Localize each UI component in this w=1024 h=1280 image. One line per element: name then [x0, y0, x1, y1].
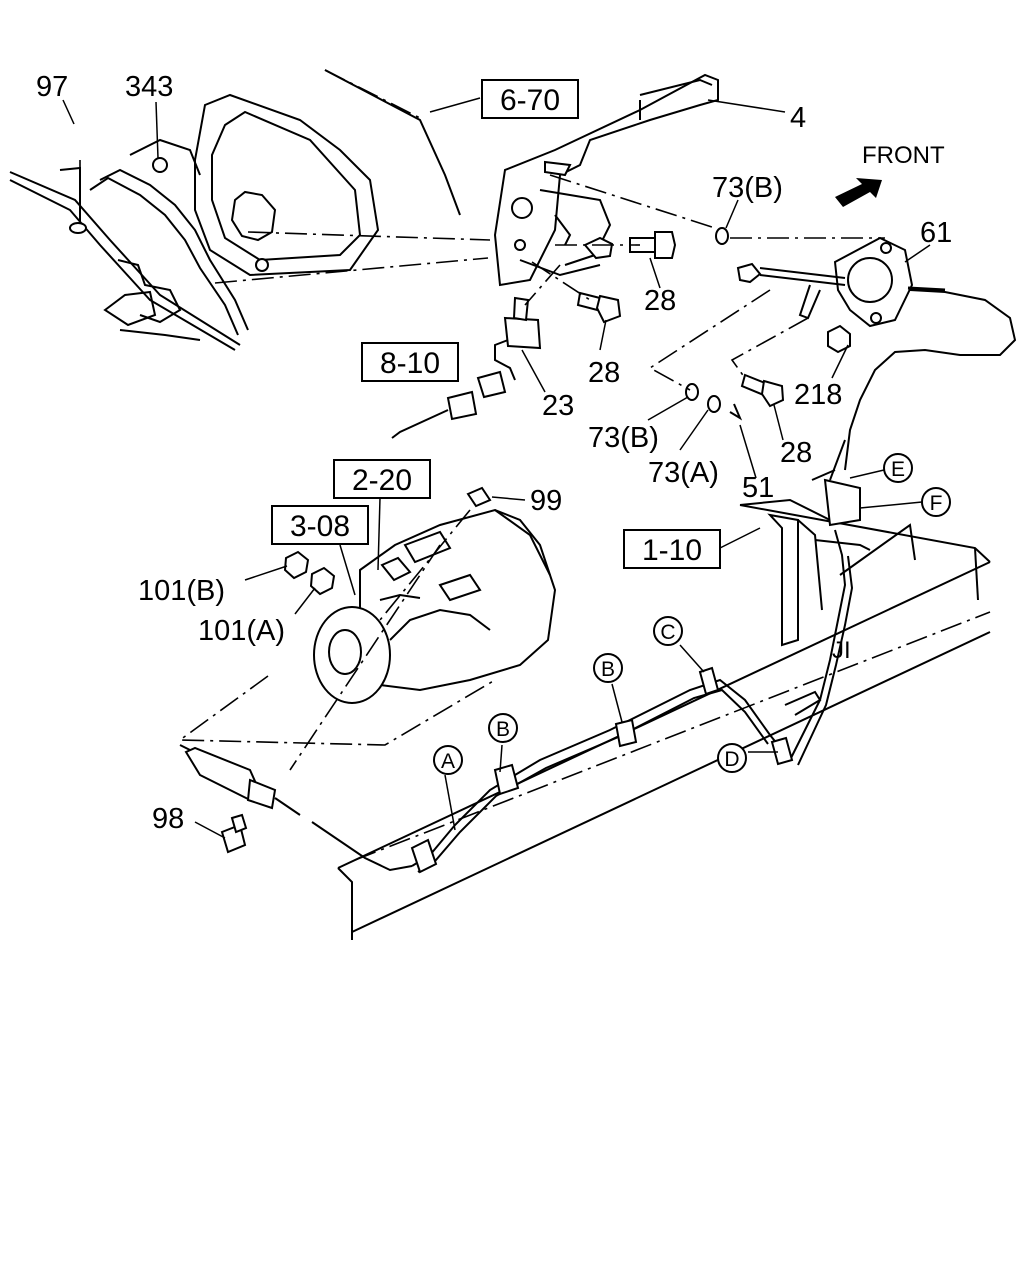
front-direction-indicator: FRONT [835, 142, 945, 207]
parking-brake-lever-assembly [493, 73, 719, 287]
ref-box-2-20: 2-20 [333, 459, 431, 499]
cable-bracket-61 [736, 236, 1017, 471]
washers [685, 227, 743, 421]
bolt-28-middle [576, 291, 622, 324]
brake-switch-23 [391, 296, 542, 439]
callout-98: 98 [152, 803, 184, 835]
callout-28-middle: 28 [588, 357, 620, 389]
svg-text:E: E [891, 458, 905, 481]
callout-97: 97 [36, 71, 68, 103]
clip-marker-b1: B [488, 713, 518, 743]
callout-218: 218 [794, 379, 842, 411]
transmission [313, 508, 557, 704]
svg-text:F: F [930, 492, 943, 515]
clip-99 [466, 486, 492, 508]
callout-28-lower: 28 [780, 437, 812, 469]
front-arrow-icon [835, 178, 882, 207]
ref-box-label: 1-10 [642, 534, 702, 567]
callout-73b-lower: 73(B) [588, 422, 659, 454]
callout-28-upper: 28 [644, 285, 676, 317]
frame-mark: JI [832, 637, 851, 664]
clip-marker-d: D [717, 743, 747, 773]
svg-text:C: C [660, 621, 675, 644]
svg-text:B: B [601, 658, 615, 681]
callout-101a: 101(A) [198, 615, 285, 647]
svg-text:D: D [724, 748, 739, 771]
nut-218 [827, 324, 851, 354]
clip-marker-f: F [921, 487, 951, 517]
bolt-98 [220, 813, 248, 854]
bolt-28-upper [629, 231, 677, 259]
nut-101b [283, 550, 310, 580]
leader-lines [177, 69, 991, 861]
clip-marker-a: A [433, 745, 463, 775]
clip-marker-b2: B [593, 653, 623, 683]
callout-101b: 101(B) [138, 575, 225, 607]
brake-cable [410, 529, 854, 874]
nut-101a [309, 566, 336, 596]
floor-panel [9, 69, 461, 351]
callout-343: 343 [125, 71, 173, 103]
ref-box-label: 8-10 [380, 347, 440, 380]
callout-23: 23 [542, 390, 574, 422]
callout-99: 99 [530, 485, 562, 517]
clip-marker-c: C [653, 616, 683, 646]
ref-box-6-70: 6-70 [481, 79, 579, 119]
callout-61: 61 [920, 217, 952, 249]
ref-box-8-10: 8-10 [361, 342, 459, 382]
bolt-28-lower [740, 373, 785, 408]
callout-73b-top: 73(B) [712, 172, 783, 204]
ref-box-label: 3-08 [290, 510, 350, 543]
callout-leaders [62, 97, 931, 839]
callout-51: 51 [742, 472, 774, 504]
svg-text:A: A [441, 750, 455, 773]
frame-rail [337, 439, 991, 940]
ref-box-label: 6-70 [500, 84, 560, 117]
clip-marker-e: E [883, 453, 913, 483]
svg-text:B: B [496, 718, 510, 741]
callout-4: 4 [790, 102, 806, 134]
clutch-cable [179, 744, 413, 872]
ref-box-label: 2-20 [352, 464, 412, 497]
ref-box-3-08: 3-08 [271, 505, 369, 545]
front-label: FRONT [862, 142, 945, 169]
callout-73a: 73(A) [648, 457, 719, 489]
ref-box-1-10: 1-10 [623, 529, 721, 569]
